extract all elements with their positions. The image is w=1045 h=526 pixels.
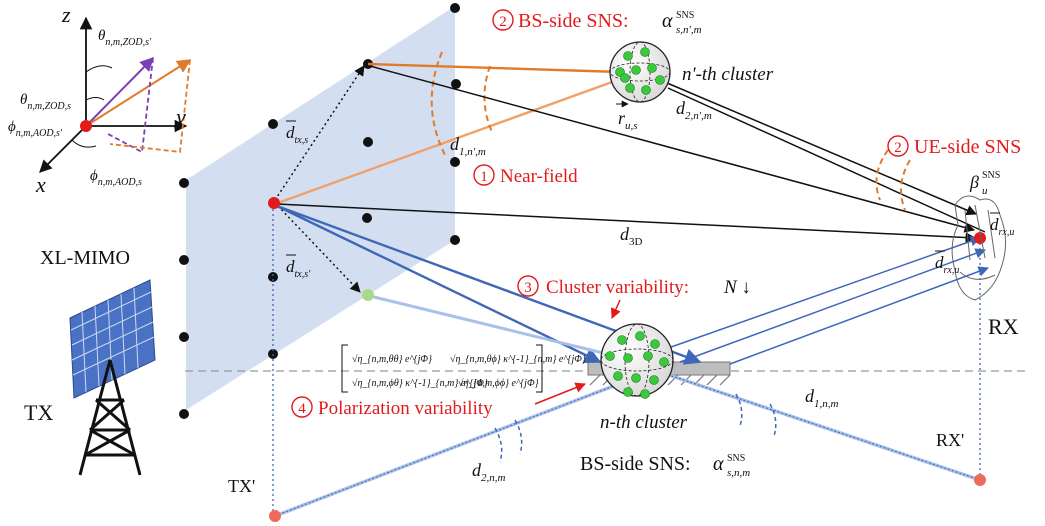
svg-text:3: 3 (524, 280, 532, 296)
nprime-cluster-label: n'-th cluster (682, 64, 774, 85)
svg-text:Near-field: Near-field (500, 166, 578, 187)
svg-text:√η_{n,m,ϕθ} κ^{-1}_{n,m} e^{jΦ: √η_{n,m,ϕθ} κ^{-1}_{n,m} e^{jΦ} (352, 378, 488, 389)
d3d-label: d3D (620, 224, 643, 248)
nearfield-arc-2 (483, 65, 493, 133)
tx-prime-label: TX' (228, 476, 255, 496)
mirror-arc-4 (769, 403, 777, 437)
svg-text:α: α (662, 10, 673, 32)
phi-aod-s-label: ϕn,m,AOD,s (90, 168, 142, 188)
svg-text:s,n,m: s,n,m (727, 467, 750, 479)
blue-path-6 (729, 266, 989, 365)
rx-prime-label: RX' (936, 430, 964, 450)
dtx-s-label: dtx,s (286, 123, 308, 146)
svg-text:2: 2 (499, 14, 507, 30)
svg-text:Cluster variability:: Cluster variability: (546, 277, 689, 298)
svg-text:2: 2 (894, 140, 902, 156)
dtx-s-arrow (274, 65, 365, 201)
rx-label: RX (988, 314, 1019, 339)
svg-text:SNS: SNS (727, 453, 745, 464)
polarization-variability-annotation: 4 Polarization variability (291, 396, 493, 419)
beta-label: β (969, 172, 979, 192)
tx-label: TX (24, 400, 53, 425)
n-cluster-label: n-th cluster (600, 412, 688, 433)
ue-sns-arc-1 (875, 149, 889, 201)
beta-sub: u (982, 185, 988, 197)
theta-zod-s-label: θn,m,ZOD,s (20, 92, 71, 112)
blue-path-4 (639, 236, 981, 359)
beta-sup: SNS (982, 170, 1000, 181)
xl-mimo-label: XL-MIMO (40, 247, 130, 269)
nearfield-path-1 (367, 62, 621, 74)
phi-aod-sp-label: ϕn,m,AOD,s' (8, 119, 63, 139)
pol-var-arrow (534, 382, 586, 405)
mirror-path-rx-core (659, 371, 981, 481)
d2-n-label: d2,n,m (472, 460, 506, 484)
mirror-arc-3 (735, 393, 743, 427)
svg-text:N ↓: N ↓ (723, 277, 751, 298)
tx-reference-point (268, 197, 280, 209)
xl-mimo-tower (69, 279, 156, 476)
svg-text:α: α (713, 453, 724, 475)
path-cluster-to-rx-2 (667, 87, 986, 233)
nearfield-path-2 (274, 75, 627, 206)
near-field-annotation: 1 Near-field (473, 164, 578, 187)
drx-u2-label: drx,u (935, 253, 959, 276)
svg-text:BS-side SNS:: BS-side SNS: (580, 453, 691, 475)
path-elem-to-rx (369, 65, 976, 233)
svg-text:UE-side SNS: UE-side SNS (914, 136, 1021, 158)
ue-sns-annotation: 2 UE-side SNS (887, 135, 1021, 158)
dtx-sp-label: dtx,s' (286, 257, 311, 280)
cluster-n (600, 323, 674, 399)
svg-text:Polarization variability: Polarization variability (318, 398, 493, 419)
d2-nprime-label: d2,n',m (676, 98, 712, 122)
antenna-elements (179, 3, 461, 419)
los-path (276, 203, 977, 243)
polarization-matrix: √η_{n,m,θθ} e^{jΦ} √η_{n,m,θϕ} κ^{-1}_{n… (341, 344, 586, 393)
rx-prime-point (974, 474, 986, 486)
ue-sns-arc-2 (900, 159, 911, 211)
coordinate-system (39, 16, 192, 173)
svg-text:1: 1 (480, 169, 488, 185)
svg-text:SNS: SNS (676, 10, 694, 21)
svg-text:√η_{n,m,θϕ} κ^{-1}_{n,m} e^{jΦ: √η_{n,m,θϕ} κ^{-1}_{n,m} e^{jΦ} (450, 354, 586, 365)
mirror-arc-2 (514, 419, 523, 455)
drx-u-label: drx,u (990, 215, 1014, 238)
d1-n-label: d1,n,m (805, 386, 839, 410)
svg-text:s,n',m: s,n',m (676, 24, 702, 36)
tx-sp-element (362, 289, 374, 301)
blue-path-3 (369, 294, 641, 364)
d1-nprime-label: d1,n',m (450, 134, 486, 158)
axis-z-label: z (61, 2, 71, 27)
bs-sns-top-annotation: 2 BS-side SNS: α SNS s,n',m (492, 9, 702, 36)
r-us-label: ru,s (618, 108, 638, 132)
svg-text:√η_{n,m,ϕϕ} e^{jΦ}: √η_{n,m,ϕϕ} e^{jΦ} (458, 378, 539, 389)
mirror-path-tx-core (274, 371, 651, 517)
blue-path-5 (679, 248, 986, 363)
nearfield-arc-1 (430, 51, 446, 156)
cluster-var-arrow (611, 299, 621, 319)
blue-path-1 (276, 204, 602, 364)
axis-y-label: y (174, 104, 186, 129)
bs-sns-bottom-annotation: BS-side SNS: α SNS s,n,m (580, 453, 750, 479)
mirror-arc-1 (494, 427, 503, 463)
theta-zod-sp-label: θn,m,ZOD,s' (98, 28, 152, 48)
cluster-variability-annotation: 3 Cluster variability: N ↓ (517, 275, 751, 298)
svg-text:√η_{n,m,θθ} e^{jΦ}: √η_{n,m,θθ} e^{jΦ} (352, 354, 432, 365)
path-cluster-to-rx-1 (659, 79, 977, 216)
rx-point (974, 232, 986, 244)
svg-text:4: 4 (298, 401, 306, 417)
axis-x-label: x (35, 172, 46, 197)
antenna-panel (186, 6, 455, 410)
rx-hand-sketch (951, 195, 1006, 301)
tx-prime-point (269, 510, 281, 522)
svg-text:BS-side SNS:: BS-side SNS: (518, 10, 629, 32)
cluster-nprime (609, 41, 671, 103)
